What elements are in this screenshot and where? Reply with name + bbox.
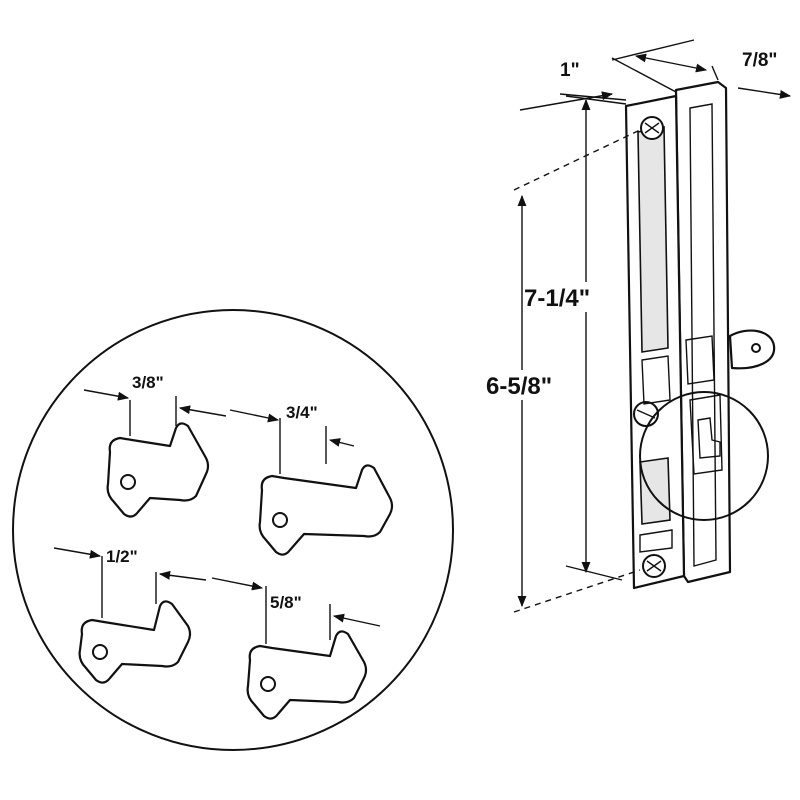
- hook-3-4: 3/4": [229, 403, 394, 556]
- hook-3-8: 3/8": [83, 373, 227, 518]
- hook-5-8: 5/8": [211, 577, 381, 720]
- hook-1-2: 1/2": [53, 547, 207, 684]
- hook-1-2-label: 1/2": [106, 547, 138, 566]
- depth-label: 7/8": [742, 50, 777, 71]
- detail-callout-circle: [639, 391, 769, 521]
- hook-3-4-label: 3/4": [286, 403, 318, 422]
- hole-spacing-dimension: 6-5/8": [478, 129, 641, 613]
- hook-5-8-label: 5/8": [270, 593, 302, 612]
- hole-spacing-label: 6-5/8": [486, 373, 552, 400]
- latch-body: [624, 80, 776, 590]
- hook-detail-circle: [12, 309, 454, 751]
- hook-3-8-label: 3/8": [132, 373, 164, 392]
- depth-dimension: 7/8": [634, 50, 792, 99]
- overall-height-dimension: 7-1/4": [524, 95, 627, 581]
- width-label: 1": [560, 60, 580, 81]
- overall-height-label: 7-1/4": [524, 285, 590, 312]
- width-dimension: 1": [519, 39, 695, 111]
